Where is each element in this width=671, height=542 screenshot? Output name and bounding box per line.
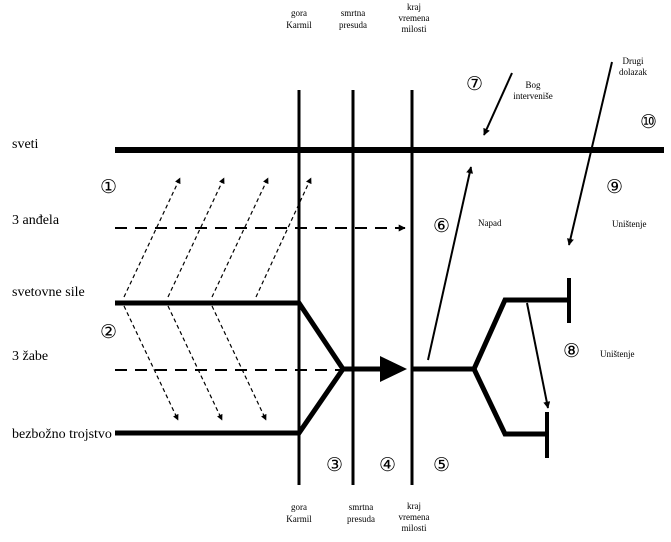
annotation-napad: Napad bbox=[478, 218, 502, 228]
down-dashed-arrow-2 bbox=[167, 305, 223, 421]
label-zabe: 3 žabe bbox=[12, 349, 48, 364]
annotation-unistenje-bottom: Uništenje bbox=[600, 349, 635, 359]
top-label-presuda: presuda bbox=[339, 20, 367, 30]
napad-arrow bbox=[427, 166, 474, 361]
top-label-vremena: vremena bbox=[399, 13, 430, 23]
bottom-label-smrtna: smrtna bbox=[349, 502, 374, 512]
number-9: ⑨ bbox=[606, 177, 623, 198]
label-svetovne-sile: svetovne sile bbox=[12, 285, 85, 300]
number-3: ③ bbox=[326, 455, 343, 476]
bottom-label-presuda: presuda bbox=[347, 514, 375, 524]
annotation-bog: Bog bbox=[525, 80, 541, 90]
up-dashed-arrow-1 bbox=[123, 177, 181, 298]
annotation-intervenise: interveniše bbox=[513, 91, 553, 101]
up-dashed-arrow-4 bbox=[255, 177, 312, 298]
label-anđela: 3 anđela bbox=[12, 213, 60, 228]
number-2: ② bbox=[100, 322, 117, 343]
number-10: ⑩ bbox=[640, 112, 657, 133]
svetovne-sile-path bbox=[115, 300, 346, 371]
bottom-label-milosti: milosti bbox=[401, 523, 427, 533]
down-dashed-arrow-1 bbox=[123, 305, 179, 421]
top-label-smrtna: smrtna bbox=[341, 8, 366, 18]
downward-dashed-arrows bbox=[123, 305, 267, 421]
bog-intervenise-arrow bbox=[483, 72, 513, 136]
top-label-gora: gora bbox=[291, 8, 307, 18]
trojstvo-path bbox=[115, 367, 346, 436]
annotation-unistenje-top: Uništenje bbox=[612, 219, 647, 229]
annotation-dolazak: dolazak bbox=[619, 67, 647, 77]
top-label-kraj: kraj bbox=[407, 2, 421, 12]
destruction-arrow bbox=[526, 302, 551, 409]
upward-dashed-arrows bbox=[123, 177, 312, 298]
annotation-drugi: Drugi bbox=[623, 56, 644, 66]
number-8: ⑧ bbox=[563, 341, 580, 362]
up-dashed-arrow-3 bbox=[211, 177, 269, 298]
fork-upper-branch bbox=[471, 297, 567, 371]
drugi-dolazak-arrow bbox=[567, 61, 613, 246]
number-4: ④ bbox=[379, 455, 396, 476]
combined-force-arrow-head bbox=[380, 356, 407, 382]
number-5: ⑤ bbox=[433, 455, 450, 476]
label-trojstvo: bezbožno trojstvo bbox=[12, 427, 112, 442]
top-label-karmil: Karmil bbox=[286, 20, 312, 30]
bottom-label-vremena: vremena bbox=[399, 512, 430, 522]
top-label-milosti: milosti bbox=[401, 24, 427, 34]
number-7: ⑦ bbox=[466, 74, 483, 95]
label-sveti: sveti bbox=[12, 137, 39, 152]
bottom-label-karmil: Karmil bbox=[286, 514, 312, 524]
bottom-label-gora: gora bbox=[291, 502, 307, 512]
number-6: ⑥ bbox=[433, 216, 450, 237]
up-dashed-arrow-2 bbox=[167, 177, 225, 298]
number-1: ① bbox=[100, 177, 117, 198]
down-dashed-arrow-3 bbox=[211, 305, 267, 421]
bottom-label-kraj: kraj bbox=[407, 501, 421, 511]
fork-lower-branch bbox=[471, 367, 547, 437]
